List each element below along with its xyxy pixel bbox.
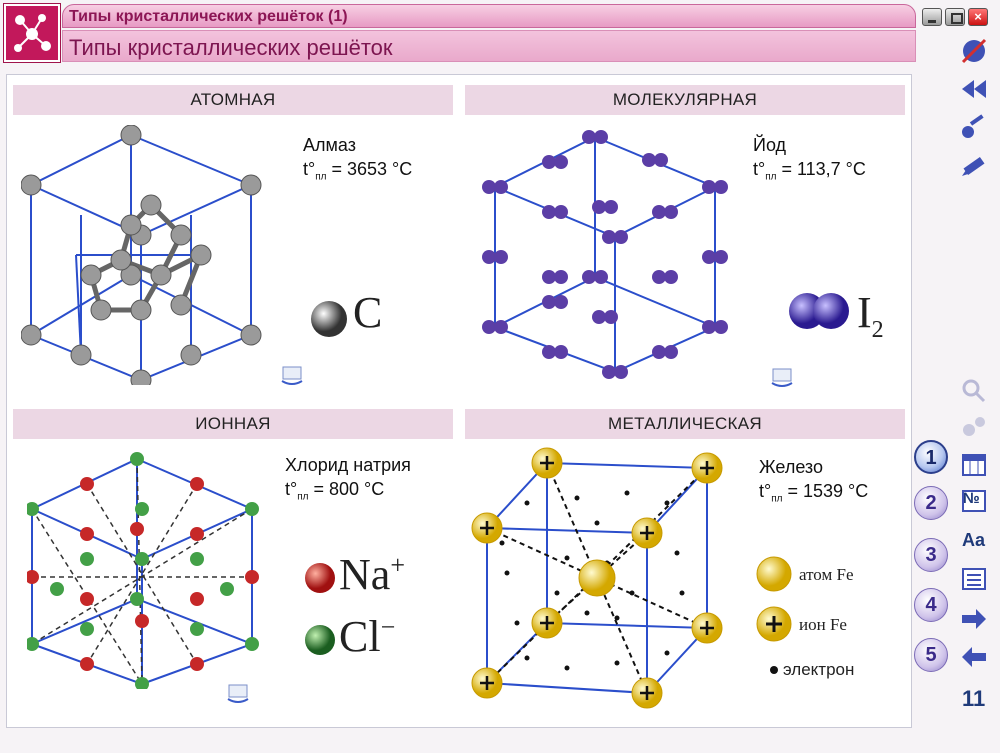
arrow-left-icon[interactable] xyxy=(958,642,990,672)
slide-button-3[interactable]: 3 xyxy=(914,538,948,572)
content-area: АТОМНАЯ xyxy=(6,74,912,728)
font-size-button[interactable]: Aa xyxy=(962,530,986,550)
legend-electron: электрон xyxy=(783,660,855,679)
legend-symbol-c: C xyxy=(353,288,383,337)
app-logo xyxy=(4,4,60,62)
panel-metallic: МЕТАЛЛИЧЕСКАЯ xyxy=(465,401,905,719)
panel-header-metallic: МЕТАЛЛИЧЕСКАЯ xyxy=(465,409,905,439)
substance-name: Хлорид натрия xyxy=(285,455,411,475)
window-header: Типы кристаллических решёток (1) Типы кр… xyxy=(0,0,918,68)
calendar-icon[interactable] xyxy=(958,450,990,480)
rotate-3d-icon[interactable] xyxy=(279,365,305,387)
rotate-3d-icon[interactable] xyxy=(225,683,251,705)
melting-point: t°пл = 800 °C xyxy=(285,479,385,503)
melting-point: t°пл = 113,7 °C xyxy=(753,159,866,183)
diamond-lattice-diagram[interactable] xyxy=(21,125,281,385)
slide-button-4[interactable]: 4 xyxy=(914,588,948,622)
legend-ion-fe: ион Fe xyxy=(799,615,847,634)
slide-button-5[interactable]: 5 xyxy=(914,638,948,672)
nacl-lattice-diagram[interactable] xyxy=(27,449,267,689)
carbon-atom-icon xyxy=(311,301,347,337)
list-icon[interactable] xyxy=(958,564,990,594)
numero-icon[interactable] xyxy=(958,486,990,516)
rotate-3d-icon[interactable] xyxy=(769,367,795,389)
chloride-ion-icon xyxy=(305,625,335,655)
melting-point: t°пл = 3653 °C xyxy=(303,159,413,183)
legend-symbol-na: Na+ xyxy=(339,550,405,599)
key-icon[interactable] xyxy=(958,112,990,142)
title-bar: Типы кристаллических решёток (1) xyxy=(62,4,916,28)
pencil-icon[interactable] xyxy=(958,150,990,180)
iodine-molecule-icon xyxy=(789,293,849,329)
gears-icon[interactable] xyxy=(958,412,990,442)
sodium-ion-icon xyxy=(305,563,335,593)
iodine-lattice-diagram[interactable] xyxy=(475,127,735,387)
numero-label: № xyxy=(963,490,980,507)
substance-name: Йод xyxy=(753,135,787,155)
close-button[interactable]: × xyxy=(968,8,988,26)
slide-button-2[interactable]: 2 xyxy=(914,486,948,520)
panel-atomic: АТОМНАЯ xyxy=(13,77,453,395)
panel-ionic: ИОННАЯ xyxy=(13,401,453,719)
page-title: Типы кристаллических решёток xyxy=(69,35,393,60)
electron-legend-icon xyxy=(770,666,778,674)
iron-ion-legend-icon xyxy=(756,606,792,642)
zoom-icon[interactable] xyxy=(958,376,990,406)
subtitle-bar: Типы кристаллических решёток xyxy=(62,30,916,62)
panel-header-molecular: МОЛЕКУЛЯРНАЯ xyxy=(465,85,905,115)
arrow-right-icon[interactable] xyxy=(958,604,990,634)
maximize-button[interactable] xyxy=(945,8,965,26)
legend-symbol-cl: Cl− xyxy=(339,612,396,661)
minimize-button[interactable] xyxy=(922,8,942,26)
substance-name: Железо xyxy=(759,457,823,477)
panel-header-atomic: АТОМНАЯ xyxy=(13,85,453,115)
molecule-logo-icon xyxy=(14,14,51,52)
iron-lattice-diagram[interactable] xyxy=(467,443,727,713)
rewind-icon[interactable] xyxy=(958,74,990,104)
iron-atom-legend-icon xyxy=(756,556,792,592)
sound-off-icon[interactable] xyxy=(958,36,990,66)
window-title: Типы кристаллических решёток (1) xyxy=(69,8,348,25)
legend-symbol-i2: I2 xyxy=(857,288,884,343)
page-number: 11 xyxy=(962,686,986,711)
substance-name: Алмаз xyxy=(303,135,356,155)
melting-point: t°пл = 1539 °C xyxy=(759,481,869,505)
panel-molecular: МОЛЕКУЛЯРНАЯ xyxy=(465,77,905,395)
legend-atom-fe: атом Fe xyxy=(799,565,854,584)
slide-button-1[interactable]: 1 xyxy=(914,440,948,474)
panel-header-ionic: ИОННАЯ xyxy=(13,409,453,439)
